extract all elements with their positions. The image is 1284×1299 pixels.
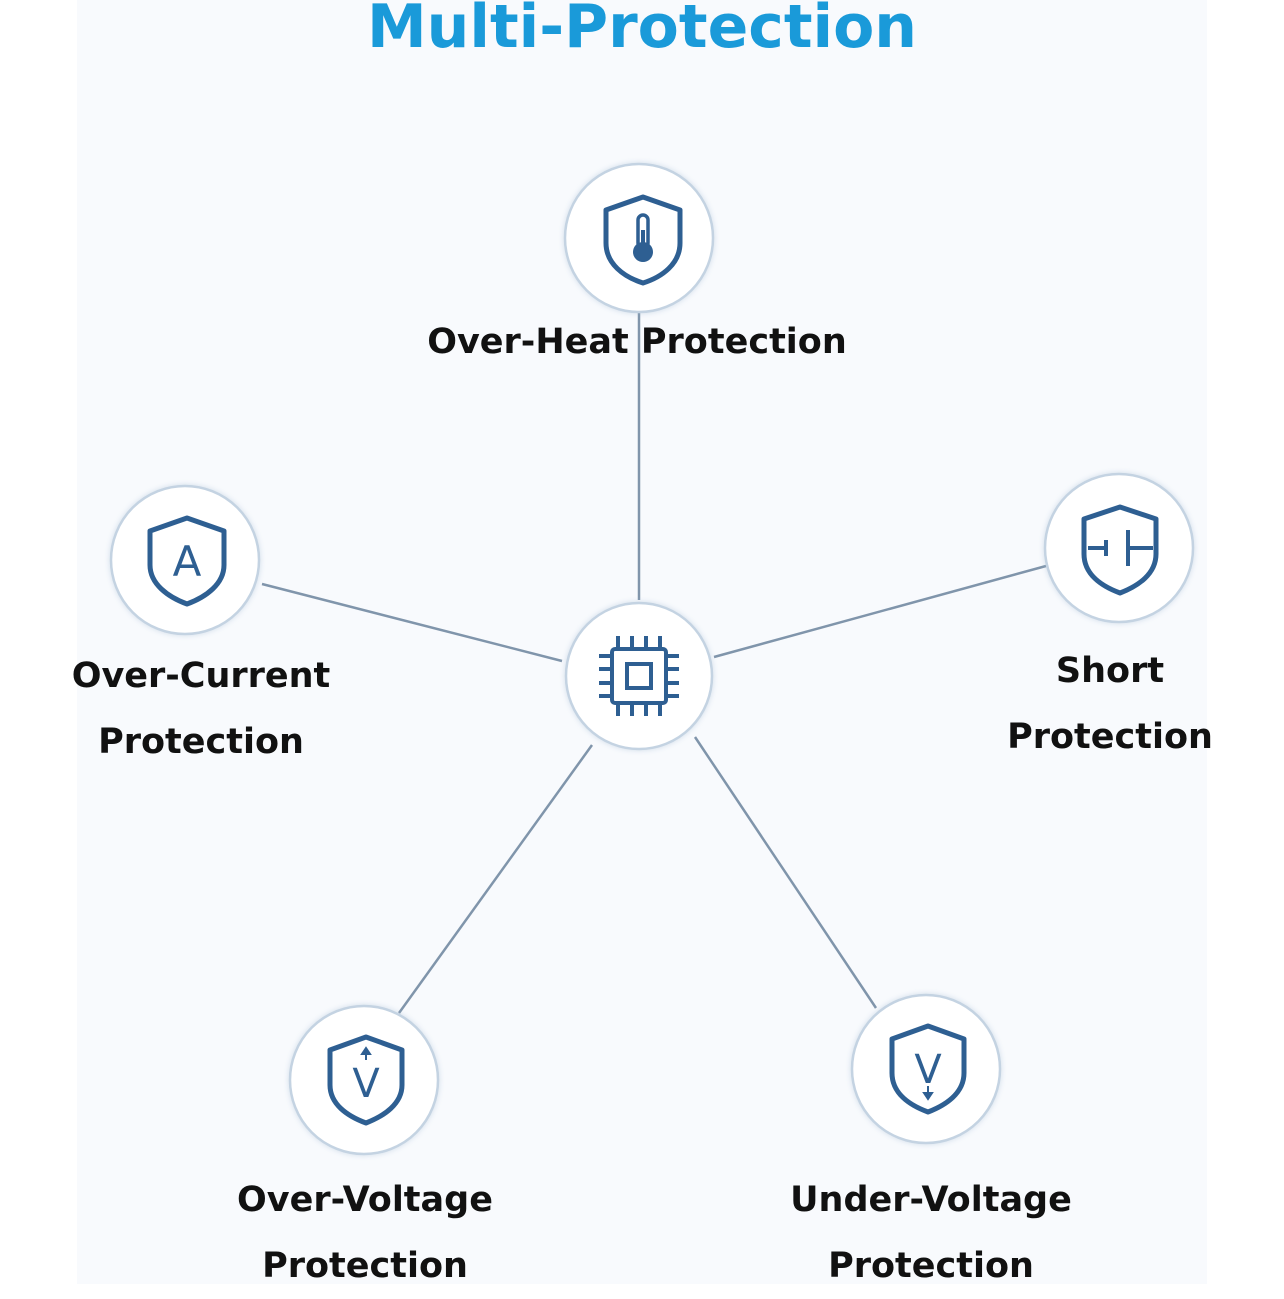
under-voltage-node: V bbox=[850, 993, 1002, 1145]
ampere-shield-icon: A bbox=[147, 515, 227, 607]
voltage-down-shield-icon: V bbox=[889, 1023, 967, 1115]
over-voltage-label: Over-Voltage Protection bbox=[214, 1167, 516, 1299]
center-node bbox=[564, 601, 714, 751]
over-current-label-line-1: Over-Current bbox=[71, 656, 331, 696]
over-heat-label-line: Over-Heat Protection bbox=[427, 322, 847, 362]
connector-under-voltage bbox=[693, 736, 878, 1009]
over-voltage-label-line-1: Over-Voltage bbox=[237, 1180, 493, 1220]
connector-over-voltage bbox=[397, 744, 594, 1014]
svg-text:V: V bbox=[914, 1047, 942, 1093]
short-node bbox=[1043, 472, 1195, 624]
over-heat-node bbox=[563, 162, 715, 314]
short-label: Short Protection bbox=[990, 638, 1230, 770]
battery-shield-icon bbox=[1081, 504, 1159, 596]
under-voltage-label-line-1: Under-Voltage bbox=[790, 1180, 1072, 1220]
short-label-line-2: Protection bbox=[1007, 717, 1213, 757]
voltage-up-shield-icon: V bbox=[327, 1034, 405, 1126]
under-voltage-label: Under-Voltage Protection bbox=[780, 1167, 1082, 1299]
over-heat-label: Over-Heat Protection bbox=[387, 309, 887, 375]
over-current-label: Over-Current Protection bbox=[50, 643, 352, 775]
connector-over-current bbox=[261, 582, 563, 663]
over-voltage-node: V bbox=[288, 1004, 440, 1156]
svg-text:A: A bbox=[173, 537, 202, 586]
over-current-node: A bbox=[109, 484, 261, 636]
over-voltage-label-line-2: Protection bbox=[262, 1246, 468, 1286]
under-voltage-label-line-2: Protection bbox=[828, 1246, 1034, 1286]
svg-text:V: V bbox=[352, 1061, 380, 1107]
connector-lines bbox=[261, 312, 1047, 1014]
short-label-line-1: Short bbox=[1055, 651, 1165, 691]
over-current-label-line-2: Protection bbox=[98, 722, 304, 762]
thermometer-shield-icon bbox=[603, 194, 683, 286]
page-title: Multi-Protection bbox=[366, 0, 918, 62]
connector-short bbox=[713, 564, 1047, 659]
chip-icon bbox=[599, 636, 679, 716]
